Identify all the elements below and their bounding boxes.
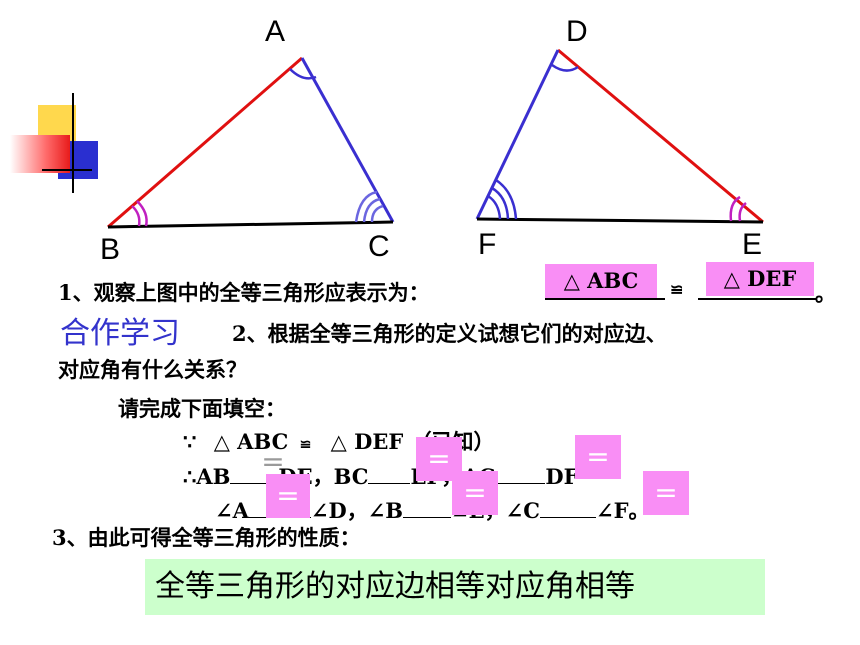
fill-prompt: 请完成下面填空： [118,396,286,421]
ornament-vertical-line [72,93,74,193]
angle-mark-d [551,63,579,72]
answer-abc: △ ABC [545,264,657,298]
angle-f: ∠F。 [595,498,650,523]
angle-mark-c-2 [362,197,381,223]
equals-box-a-d: = [266,474,310,518]
vertex-label-b: B [100,233,121,266]
angle-mark-f-1 [487,194,502,220]
ornament-red-gradient [10,135,70,173]
angle-mark-e-2 [729,195,741,222]
angle-mark-f-3 [495,178,518,220]
angle-mark-f-2 [491,186,510,220]
question-3: 3、由此可得全等三角形的性质： [52,525,361,550]
angle-mark-b-1 [131,205,141,227]
side-fe [476,217,764,224]
equals-box-b-e: = [452,471,498,515]
question-2-line-2: 对应角有什么关系？ [58,357,247,382]
question-1: 1、观察上图中的全等三角形应表示为： [58,277,430,307]
blank-c-f [539,516,596,518]
given-congruent-symbol: ≌ [299,437,312,453]
equals-box-ab-de: = [261,445,285,478]
side-de [557,48,764,224]
blank-bc-ef [368,482,411,484]
given-triangle-def: △ DEF [330,429,404,454]
therefore-ab: ∴AB [183,464,231,489]
equals-box-ac-df: = [575,435,621,479]
segment-df: DF [545,464,579,489]
blank-underline-2 [698,298,816,300]
conclusion-text: 全等三角形的对应边相等对应角相等 [155,569,635,604]
cooperative-learning-title: 合作学习 [60,316,180,351]
angle-a: ∠A [215,498,249,523]
angles-line: ∠A∠D，∠B∠E，∠C∠F。 [215,495,649,525]
side-ab [107,56,303,229]
question-1-text: 1、观察上图中的全等三角形应表示为： [58,280,430,305]
ornament-horizontal-line [42,169,92,171]
angle-mark-c-3 [370,204,384,223]
congruent-symbol-1: ≌ [670,280,684,299]
angle-mark-c-1 [354,190,378,223]
blank-ab-de [230,482,279,484]
corner-ornament [10,93,98,198]
because-symbol: ∵ [183,429,197,454]
side-bc [107,220,394,229]
vertex-label-a: A [265,15,286,48]
vertex-label-f: F [478,228,497,261]
angle-mark-b-2 [136,200,148,227]
angle-mark-e-1 [738,202,747,222]
equals-box-c-f: = [643,471,689,515]
side-df [475,49,560,220]
vertex-label-d: D [566,15,588,48]
blank-ac-df [495,482,546,484]
answer-def: △ DEF [706,262,814,296]
side-ac [300,57,395,223]
question-2-line-1: 2、根据全等三角形的定义试想它们的对应边、 [232,321,667,346]
given-triangle-abc: △ ABC [213,429,289,454]
angle-d-b: ∠D，∠B [310,498,404,523]
triangles-diagram [107,48,764,229]
angle-mark-a [289,68,317,80]
blank-b-e [403,516,452,518]
question-1-period: 。 [815,281,836,306]
conclusion-box: 全等三角形的对应边相等对应角相等 [145,559,765,615]
blank-underline-1 [545,298,665,300]
vertex-label-e: E [742,228,763,261]
vertex-label-c: C [368,230,390,263]
